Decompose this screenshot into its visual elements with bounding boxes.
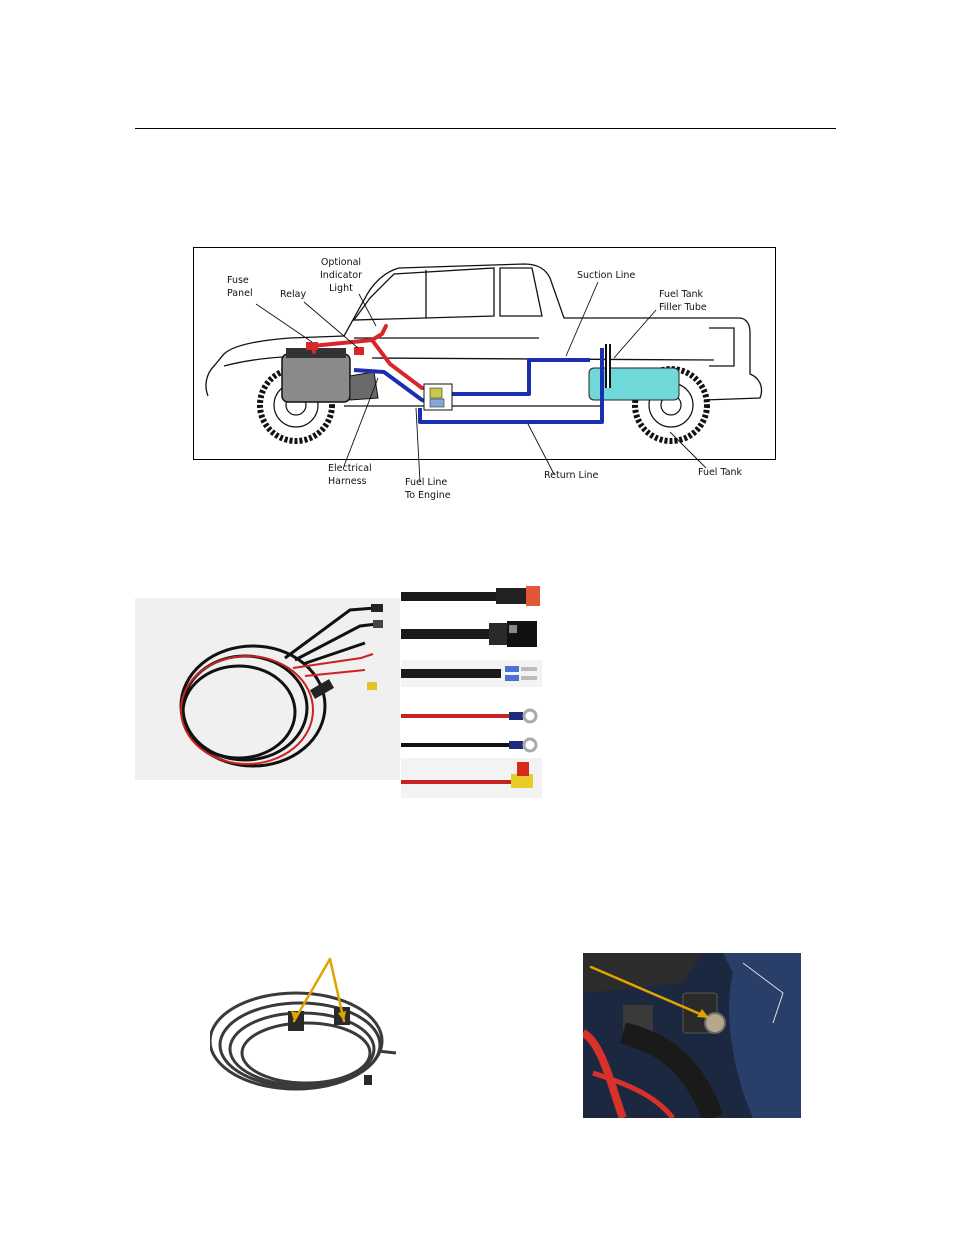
label-filler-tube: Fuel Tank Filler Tube [659, 288, 707, 314]
header-rule [135, 128, 836, 129]
label-suction-line: Suction Line [577, 269, 635, 282]
label-relay: Relay [280, 288, 306, 301]
fuel-system-diagram: Fuse Panel Relay Optional Indicator Ligh… [193, 247, 776, 460]
engine-bay-photo [583, 953, 801, 1118]
connector-spade-terminals [401, 660, 542, 687]
ring-terminal-red [401, 703, 542, 730]
label-fuse-panel: Fuse Panel [227, 274, 253, 300]
ring-terminal-black [401, 733, 542, 757]
label-return-line: Return Line [544, 469, 598, 482]
engine-block [282, 348, 378, 402]
harness-kit-photo [135, 598, 400, 780]
label-fuel-line: Fuel Line To Engine [405, 476, 451, 502]
label-electrical-harness: Electrical Harness [328, 462, 372, 488]
braided-harness-photo [210, 955, 400, 1095]
label-fuel-tank: Fuel Tank [698, 466, 742, 479]
truck-illustration [194, 248, 775, 459]
fuse-tap-red [401, 758, 542, 798]
connector-black-red-cap [401, 582, 542, 610]
connector-weatherpack [401, 615, 542, 653]
label-indicator-light: Optional Indicator Light [320, 256, 362, 295]
